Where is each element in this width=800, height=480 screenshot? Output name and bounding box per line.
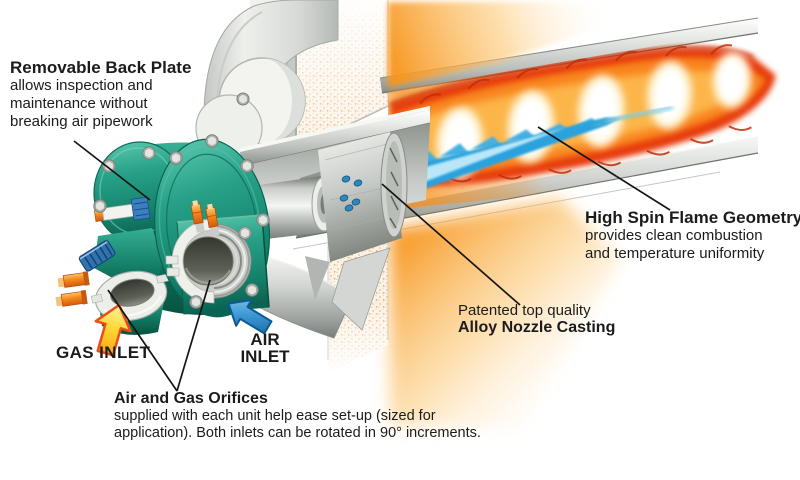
back-plate-desc-line: breaking air pipework bbox=[10, 113, 153, 130]
leader-nozzle bbox=[381, 183, 521, 306]
bolt bbox=[236, 92, 250, 106]
orifice-holes bbox=[339, 175, 363, 212]
gas-orifice-fitting bbox=[55, 271, 90, 307]
blue-jet bbox=[401, 105, 674, 196]
orifices-desc-line: supplied with each unit help ease set-up… bbox=[114, 408, 436, 424]
nozzle-assembly bbox=[231, 106, 431, 339]
air-inlet-line: AIR bbox=[250, 330, 280, 349]
back-plate-desc-line: allows inspection and bbox=[10, 77, 153, 94]
back-plate-desc-line: maintenance without bbox=[10, 95, 148, 112]
flame bbox=[388, 44, 776, 210]
leader-flame bbox=[537, 126, 671, 211]
nozzle-pre-text: Patented top quality bbox=[458, 302, 591, 319]
label-air-gas-orifices: Air and Gas Orifices supplied with each … bbox=[114, 390, 481, 441]
label-high-spin-flame: High Spin Flame Geometry provides clean … bbox=[585, 208, 800, 263]
flame-title: High Spin Flame Geometry bbox=[585, 208, 800, 227]
orifices-title: Air and Gas Orifices bbox=[114, 390, 268, 407]
air-orifice-fittings bbox=[190, 200, 220, 237]
ignition-electrode bbox=[94, 196, 151, 222]
glow-above-tube bbox=[388, 2, 656, 88]
leader-orifices-gas bbox=[107, 289, 178, 392]
leader-back-plate bbox=[73, 140, 151, 201]
burner-body bbox=[55, 134, 271, 335]
leader-lines bbox=[73, 126, 671, 392]
nozzle-title: Alloy Nozzle Casting bbox=[458, 319, 616, 336]
air-inlet-port bbox=[165, 218, 252, 304]
gas-flow-arrow-icon bbox=[94, 303, 132, 357]
label-air-inlet: AIR INLET bbox=[231, 331, 299, 365]
back-plate-title: Removable Back Plate bbox=[10, 58, 192, 77]
label-gas-inlet: GAS INLET bbox=[56, 343, 151, 362]
blue-threaded-fitting bbox=[78, 240, 116, 272]
leader-orifices-air bbox=[176, 279, 211, 392]
flame-desc-line: and temperature uniformity bbox=[585, 245, 765, 262]
orifices-desc-line: application). Both inlets can be rotated… bbox=[114, 424, 481, 441]
glow-below-tube bbox=[390, 198, 622, 430]
label-alloy-nozzle-casting: Patented top quality Alloy Nozzle Castin… bbox=[458, 302, 615, 337]
air-inlet-line: INLET bbox=[240, 347, 290, 366]
flame-desc-line: provides clean combustion bbox=[585, 227, 763, 244]
label-removable-back-plate: Removable Back Plate allows inspection a… bbox=[10, 58, 191, 131]
flange-bolts bbox=[93, 134, 270, 309]
air-flow-arrow-icon bbox=[227, 299, 273, 335]
